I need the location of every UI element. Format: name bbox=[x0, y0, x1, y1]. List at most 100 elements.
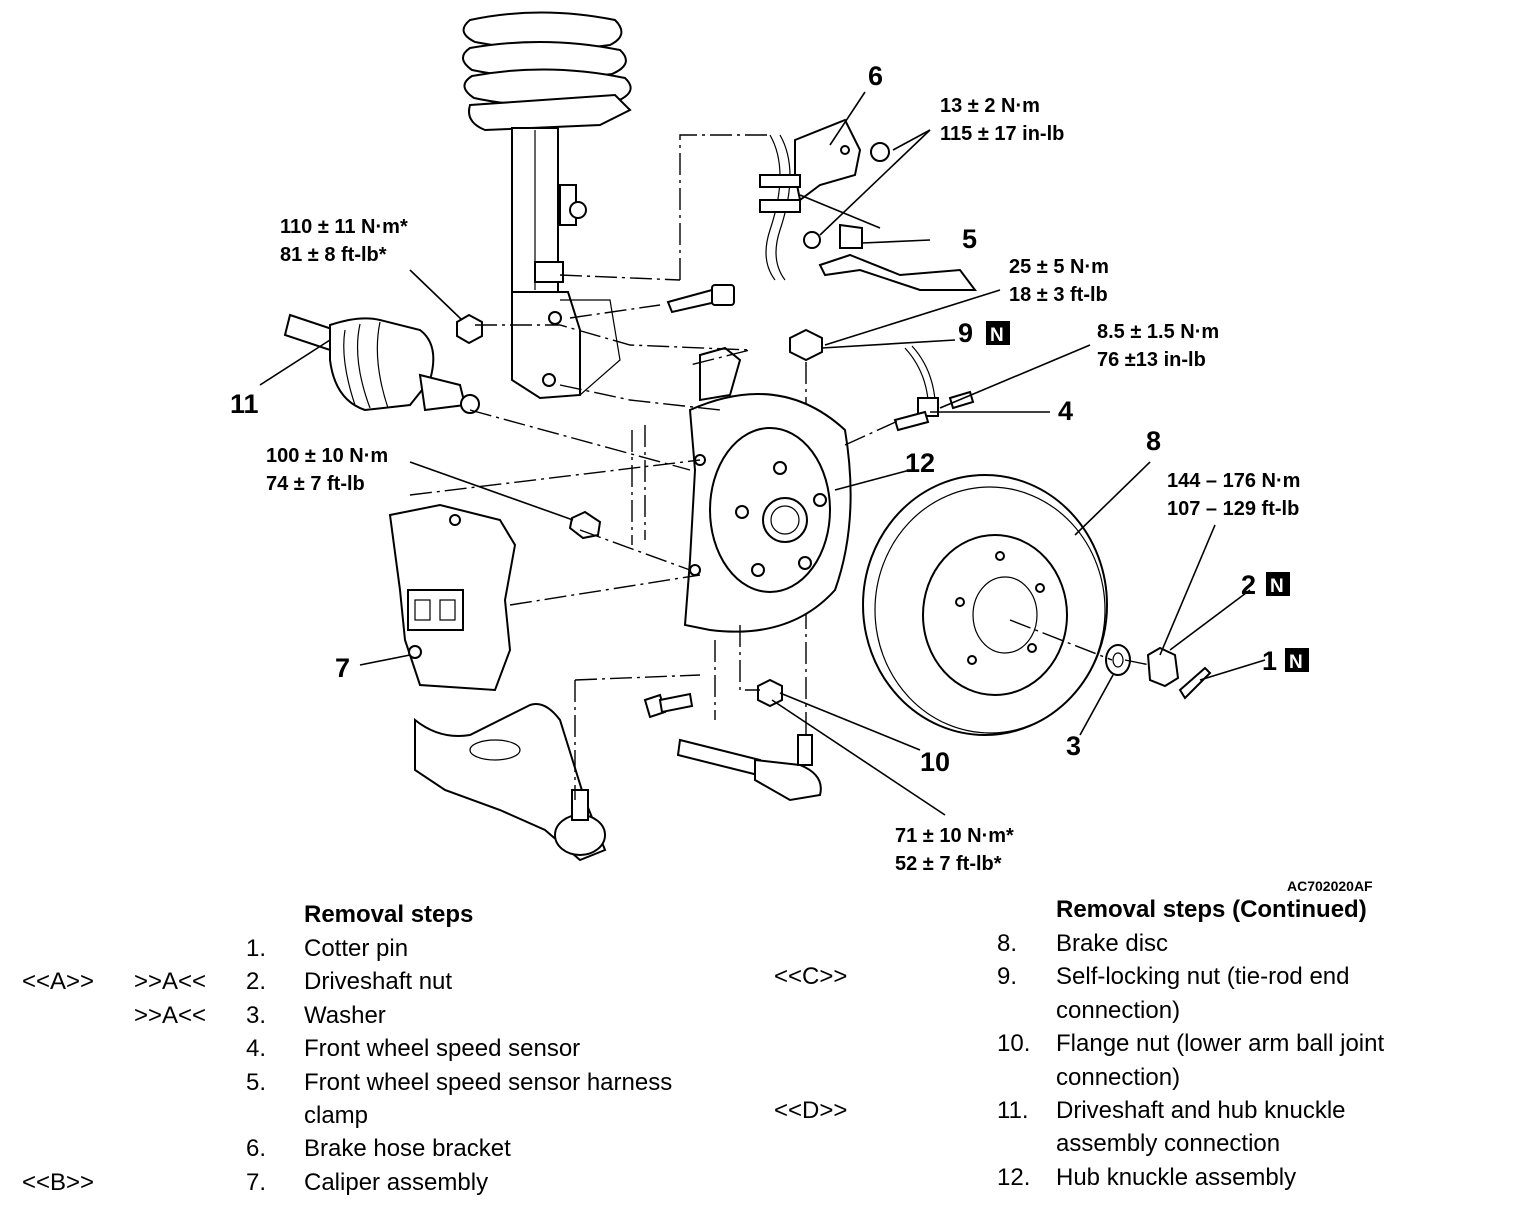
leader-lines bbox=[259, 91, 1266, 816]
brake-disc bbox=[862, 474, 1108, 736]
driveshaft bbox=[283, 313, 480, 414]
hub-knuckle bbox=[683, 346, 852, 633]
torque-sensor-imperial: 76 ±13 in-lb bbox=[1097, 349, 1206, 371]
step-text: Front wheel speed sensor bbox=[304, 1035, 581, 1063]
removal-step-row: <<A>> >>A<< 2. Driveshaft nut bbox=[0, 965, 760, 998]
svg-text:N: N bbox=[1289, 652, 1303, 673]
svg-text:N: N bbox=[990, 325, 1004, 346]
figure-code: AC702020AF bbox=[1287, 878, 1373, 894]
torque-caliper-imperial: 74 ± 7 ft-lb bbox=[266, 473, 365, 495]
tie-rod-end bbox=[676, 734, 822, 802]
removal-reference-code: <<B>> bbox=[22, 1168, 95, 1196]
torque-driveshaft-imperial: 107 – 129 ft-lb bbox=[1167, 498, 1299, 520]
torque-caliper-nm: 100 ± 10 N·m bbox=[266, 445, 388, 467]
caliper bbox=[388, 503, 517, 692]
removal-steps-title: Removal steps bbox=[304, 901, 474, 928]
step-text: clamp bbox=[304, 1102, 369, 1129]
torque-bracket-nm: 13 ± 2 N·m bbox=[940, 95, 1040, 117]
step-text: Cotter pin bbox=[304, 935, 409, 962]
step-number: 9. bbox=[997, 963, 1018, 991]
cotter-pin bbox=[1178, 666, 1212, 700]
removal-step-row: assembly connection bbox=[760, 1127, 1536, 1160]
washer bbox=[1105, 644, 1131, 676]
step-text: Front wheel speed sensor harness bbox=[304, 1068, 673, 1096]
installation-reference-code: >>A<< bbox=[134, 1001, 207, 1029]
torque-tierod-nm: 25 ± 5 N·m bbox=[1009, 256, 1109, 278]
step-number: 4. bbox=[246, 1035, 267, 1063]
callout-6: 6 bbox=[868, 61, 883, 91]
step-text: connection) bbox=[1056, 996, 1181, 1024]
step-text: assembly connection bbox=[1056, 1130, 1281, 1158]
installation-reference-code: >>A<< bbox=[134, 968, 207, 996]
removal-step-row: 8. Brake disc bbox=[760, 927, 1536, 960]
removal-step-row: connection) bbox=[760, 1061, 1536, 1094]
torque-flange-imperial: 52 ± 7 ft-lb* bbox=[895, 853, 1002, 875]
removal-reference-code: <<C>> bbox=[774, 963, 848, 991]
callout-3: 3 bbox=[1066, 731, 1081, 761]
strut-bolt bbox=[666, 284, 735, 314]
strut-assembly bbox=[462, 11, 632, 400]
self-locking-nut bbox=[789, 328, 823, 362]
removal-step-row: 12. Hub knuckle assembly bbox=[760, 1161, 1536, 1194]
step-number: 12. bbox=[997, 1163, 1031, 1191]
callout-1-new-part-badge: N bbox=[1285, 648, 1309, 673]
step-number: 5. bbox=[246, 1068, 267, 1096]
step-number: 2. bbox=[246, 968, 267, 996]
removal-steps-left: Removal steps 1. Cotter pin <<A>> >>A<< 2. Dr… bbox=[0, 898, 760, 1208]
removal-reference-code: <<A>> bbox=[22, 968, 95, 996]
removal-step-row: 10. Flange nut (lower arm ball joint bbox=[760, 1027, 1536, 1060]
step-text: Hub knuckle assembly bbox=[1056, 1163, 1297, 1191]
step-number: 8. bbox=[997, 930, 1018, 957]
removal-step-row: 5. Front wheel speed sensor harness bbox=[0, 1066, 760, 1099]
step-text: Brake hose bracket bbox=[304, 1135, 511, 1163]
callout-12: 12 bbox=[905, 448, 935, 478]
strut-nut bbox=[456, 313, 483, 345]
step-number: 10. bbox=[997, 1030, 1031, 1058]
removal-step-row: <<C>>9.Self-locking nut (tie-rod end bbox=[760, 960, 1536, 993]
flange-nut bbox=[757, 678, 783, 708]
removal-step-row: clamp bbox=[0, 1099, 760, 1132]
callout-8: 8 bbox=[1146, 426, 1161, 456]
step-text: Driveshaft nut bbox=[304, 968, 453, 996]
torque-strut-imperial: 81 ± 8 ft-lb* bbox=[280, 244, 387, 266]
removal-step-row: <<B>>7.Caliper assembly bbox=[0, 1166, 760, 1199]
step-number: 6. bbox=[246, 1135, 267, 1163]
callout-2-new-part-badge: N bbox=[1266, 572, 1290, 597]
driveshaft-nut bbox=[1146, 646, 1180, 688]
step-text: Flange nut (lower arm ball joint bbox=[1056, 1030, 1385, 1058]
callout-7: 7 bbox=[335, 653, 350, 683]
step-text: Washer bbox=[304, 1001, 386, 1029]
removal-step-row: <<D>> 11. Driveshaft and hub knuckle bbox=[760, 1094, 1536, 1127]
removal-step-row: connection) bbox=[760, 994, 1536, 1027]
step-number: 11. bbox=[997, 1097, 1029, 1124]
removal-steps-continued-title: Removal steps (Continued) bbox=[1056, 896, 1367, 923]
lower-arm bbox=[414, 703, 607, 862]
torque-sensor-nm: 8.5 ± 1.5 N·m bbox=[1097, 321, 1219, 343]
removal-step-row: 1. Cotter pin bbox=[0, 932, 760, 965]
removal-step-row: >>A<< 3. Washer bbox=[0, 999, 760, 1032]
callout-2: 2 bbox=[1241, 570, 1256, 600]
step-text: Brake disc bbox=[1056, 930, 1169, 957]
assembly-lines bbox=[409, 134, 1151, 800]
removal-reference-code: <<D>> bbox=[774, 1097, 848, 1124]
removal-steps-right: Removal steps (Continued) 8. Brake disc <<… bbox=[760, 893, 1536, 1208]
step-text: connection) bbox=[1056, 1063, 1181, 1091]
wheel-speed-sensor bbox=[893, 345, 975, 432]
callout-9-new-part-badge: N bbox=[986, 321, 1010, 346]
callout-11: 11 bbox=[230, 389, 259, 419]
step-text: Driveshaft and hub knuckle bbox=[1056, 1097, 1346, 1124]
step-number: 1. bbox=[246, 935, 267, 962]
caliper-bolt bbox=[568, 510, 602, 540]
harness-clamp bbox=[803, 223, 977, 291]
torque-strut-nm: 110 ± 11 N·m* bbox=[280, 216, 408, 238]
brake-hose-bracket bbox=[759, 118, 890, 281]
step-number: 3. bbox=[246, 1001, 267, 1029]
torque-flange-nm: 71 ± 10 N·m* bbox=[895, 825, 1014, 847]
torque-bracket-imperial: 115 ± 17 in-lb bbox=[940, 123, 1064, 145]
svg-text:N: N bbox=[1270, 576, 1284, 597]
removal-step-row: 6. Brake hose bracket bbox=[0, 1132, 760, 1165]
removal-step-row: 4. Front wheel speed sensor bbox=[0, 1032, 760, 1065]
step-text: Caliper assembly bbox=[304, 1168, 489, 1196]
callout-4: 4 bbox=[1058, 396, 1073, 426]
callout-5: 5 bbox=[962, 224, 977, 254]
